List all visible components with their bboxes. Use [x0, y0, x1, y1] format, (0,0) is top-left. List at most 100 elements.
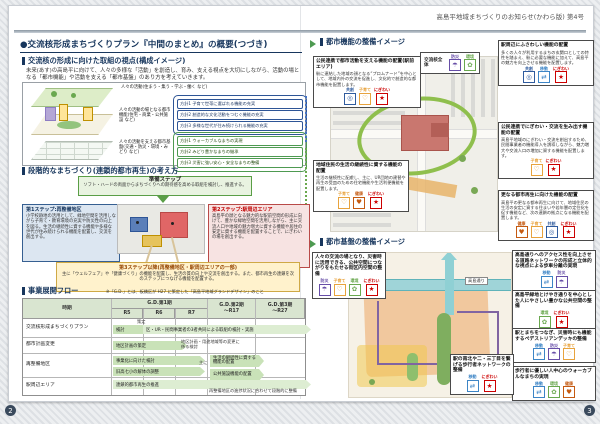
ido-icon-glyph: ⇄	[538, 70, 550, 83]
col-header-period1: G.D.第1期	[112, 299, 208, 309]
callout-living-continuity: 地域住民の生活の継続性に資する機能の配置 生活の継続性に配慮し、主に、UR団地の…	[313, 160, 409, 212]
function-policy-2: 方針2 創造的な文化活動をつむぐ機能の充実	[177, 110, 303, 120]
callout-title: 駅周辺にふさわしい機能の配置	[501, 43, 569, 48]
col-header-r5: R5	[112, 309, 143, 319]
row-cityplan-label: 都市計画変更	[26, 342, 55, 348]
callout-body: 多くの人々が利用するまちの玄関口としての特性を踏まえ、駅に必要な機能に加えて、高…	[501, 49, 589, 65]
page-number-right: 3	[584, 405, 595, 416]
prep-step-body: ソフト・ハードの両面からまちづくりへの期待感を高める取組を検討し、推進する。	[83, 183, 247, 189]
row-station-label: 駅周辺エリア	[26, 383, 55, 389]
kankyo-icon-label: 環境	[550, 380, 558, 386]
nigiwai-icon-label: にぎわい	[545, 158, 562, 164]
callout-title: 公民連携で都市活動を支える機能の配置(駅前エリア)	[316, 59, 414, 70]
nigiwai-icon-glyph: ★	[555, 70, 567, 83]
green-space-strip-shape	[437, 313, 451, 385]
callout-icons: 防災☂子育て♡環境✿にぎわい★	[315, 278, 383, 296]
connector-dots-green	[305, 148, 307, 240]
step-area-minimap	[117, 204, 205, 263]
base-label: 人々の活動を支える都市基盤(交通・防災・環境・みどり など)	[119, 140, 171, 155]
period3-line2: 〜R27	[272, 308, 288, 314]
nigiwai-icon-glyph: ★	[547, 163, 560, 176]
bosai-icon: 防災☂	[449, 54, 461, 72]
grid-line	[111, 299, 112, 395]
header-rule	[14, 30, 586, 33]
col-header-time: 時期	[23, 299, 112, 319]
business-flow-table: 時期 G.D.第1期 R5 R6 R7 G.D.第2期 〜R17 G.D.第3期…	[22, 298, 306, 396]
cityplan-note: 地区計画・用途地域等の変更に係る検討	[181, 339, 240, 349]
kosodate-icon: 子育て♡	[338, 191, 350, 209]
callout-icons: 移動⇄防災☂子育て♡	[515, 343, 593, 361]
minimap-blue-zone	[130, 217, 148, 232]
bosai-icon-glyph: ☂	[318, 283, 331, 296]
ido-icon-glyph: ⇄	[533, 348, 545, 361]
period2-line2: 〜R17	[223, 308, 240, 314]
kenko-icon: 健康♥	[563, 380, 575, 399]
kyoso-icon-label: 共創	[346, 87, 354, 93]
col-header-period3: G.D.第3期 〜R27	[256, 299, 305, 319]
callout-icons: 健康♥子育て♡共創◎にぎわい★	[501, 220, 591, 239]
kankyo-icon-glyph: ✿	[348, 283, 361, 296]
nigiwai-icon: にぎわい★	[374, 87, 390, 105]
gd-note: ※「G.D.」とは、板橋区が H27 に策定した「高島平地域グランドデザイン」の…	[106, 289, 264, 294]
callout-icons: 環境✿にぎわい★	[515, 311, 593, 328]
callout-title: 公民連携でにぎわい・交流を生み出す機能の配置	[501, 125, 588, 136]
col-header-r6: R6	[144, 309, 175, 319]
period3-line1: G.D.第3期	[267, 303, 293, 309]
nigiwai-icon: にぎわい★	[364, 278, 380, 296]
nigiwai-icon-label: にぎわい	[481, 374, 498, 380]
legend-label: 交流核全体	[424, 57, 443, 69]
kenko-icon-glyph: ♥	[515, 226, 528, 239]
kosodate-icon: 子育て♡	[530, 221, 543, 239]
minimap-red-zone	[160, 212, 188, 238]
grid-line	[23, 353, 305, 354]
kosodate-icon-glyph: ♡	[530, 226, 543, 239]
nigiwai-icon-glyph: ★	[562, 226, 575, 239]
bosai-icon-label: 防災	[451, 54, 459, 59]
callout-station-suitable: 駅周辺にふさわしい機能の配置 多くの人々が利用するまちの玄関口としての特性を踏ま…	[498, 40, 594, 86]
callout-block-space: 人々の交流の場となり、災害時に活用できる、公共空間につながりをもたせる街区内空間…	[312, 252, 386, 299]
callout-icons: 移動⇄環境✿健康♥	[515, 380, 593, 399]
station-note: 再整備地区の進捗状況に合わせて段階的に整備	[209, 388, 297, 393]
green-arrow-icon	[310, 40, 316, 48]
callout-icons: 移動⇄防災☂	[515, 271, 593, 288]
step1-title: 第1ステップ:再整備地区	[26, 207, 82, 213]
station-bar-chain: 連鎖的都市再生の推進	[113, 380, 311, 389]
callout-pedestrian-network: 駅の南北や二・三丁目を繋げる歩行者ネットワークの整備 移動⇄にぎわい★	[450, 354, 514, 395]
minimap-dot	[171, 222, 174, 225]
callout-body: 高島平地域のにぎわい・交流を創出するため、民間事業者の機能導入を誘導しながら、魅…	[501, 137, 589, 158]
callout-icons: 子育て♡健康♥にぎわい★	[316, 191, 406, 209]
tree-shape	[369, 379, 375, 385]
redev-bar-demolition: 旧高七小の解体の調整	[113, 367, 205, 376]
redev-bar-living: 生活の継続性に資する機能の配置	[210, 355, 264, 367]
callout-title: 駅の南北や二・三丁目を繋げる歩行者ネットワークの整備	[453, 357, 511, 374]
kosodate-icon-label: 子育て	[530, 158, 543, 164]
callout-road-network: 高島通りへのアクセス性を向上させる道路ネットワークの形成と立体的な視点による歩車…	[512, 250, 596, 291]
kenko-icon-glyph: ♥	[353, 196, 365, 209]
kenko-icon-label: 健康	[565, 380, 573, 386]
ido-icon-label: 移動	[535, 380, 543, 386]
callout-title: 人々の交流の場となり、災害時に活用できる、公共空間につながりをもたせる街区内空間…	[315, 255, 383, 277]
bosai-icon: 防災☂	[548, 343, 560, 361]
base-policy-group: 方針1 ウォーカブルなまちの実現 方針2 みどり豊かなまちの継承 方針3 災害に…	[173, 132, 307, 172]
function-label: 人々の活動の場となる都市機能(住宅・商業・公共施設 など)	[119, 108, 171, 123]
kankyo-icon: 環境✿	[548, 380, 560, 399]
callout-icons: 移動⇄にぎわい★	[453, 374, 511, 392]
nigiwai-icon: にぎわい★	[561, 221, 577, 239]
heading-urban-base: 都市基盤の整備イメージ	[320, 238, 405, 246]
takashima-dori-label: 高島通り	[465, 277, 488, 285]
building-block-shape	[83, 107, 93, 121]
step2-box: 第2ステップ:駅周辺エリア 高島平の顔となる魅力的な駅前空間の形成に向けて、豊か…	[208, 204, 310, 268]
page-gutter	[300, 6, 301, 399]
nigiwai-icon-label: にぎわい	[553, 65, 569, 71]
function-policy-group: 方針1 子育て世帯に選ばれる機能の充実 方針2 創造的な文化活動をつむぐ機能の充…	[173, 95, 307, 135]
kyoso-icon-glyph: ◎	[344, 92, 356, 105]
callout-body: 生活の継続性に配慮し、主に、UR団地の建替や再生の受皿のための住宅機能や生活利便…	[316, 175, 406, 191]
kosodate-icon: 子育て♡	[530, 158, 543, 176]
ido-icon-glyph: ⇄	[540, 275, 553, 288]
kyoso-icon-label: 共創	[547, 220, 556, 226]
callout-title: 高島平緑地とけやき通りを中心とした人にやさしい豊かな公共空間の整備	[515, 293, 592, 310]
kosodate-icon-glyph: ♡	[333, 283, 346, 296]
plan-tag: 策定	[137, 319, 146, 324]
callout-public-private: 公民連携でにぎわい・交流を生み出す機能の配置 高島平地域のにぎわい・交流を創出す…	[498, 122, 594, 179]
base-policy-3: 方針3 災害に強い安心・安全なまちの整備	[177, 158, 303, 168]
